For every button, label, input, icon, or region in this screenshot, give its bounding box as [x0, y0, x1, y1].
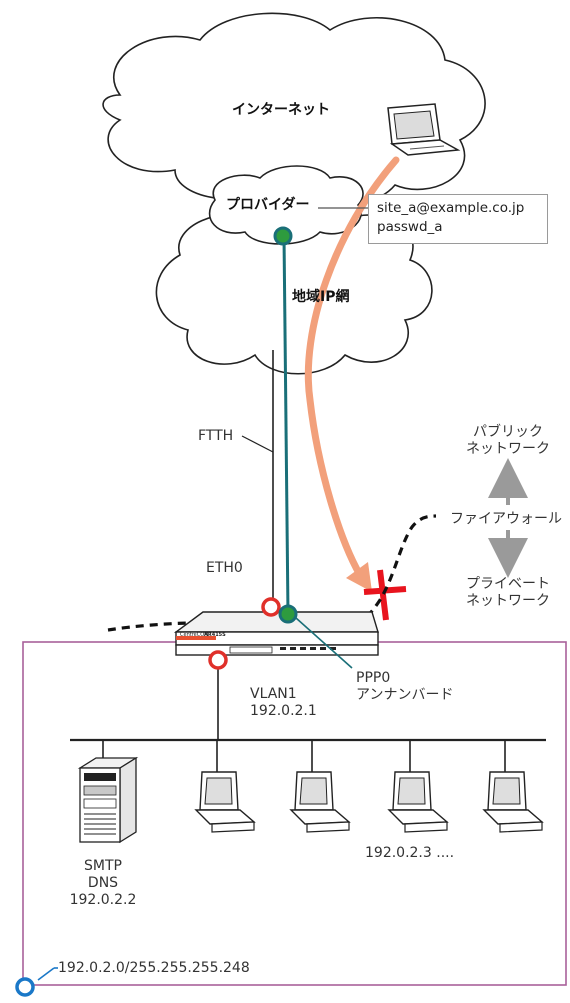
eth0-node — [261, 597, 281, 617]
router-device — [173, 611, 379, 656]
server-icon — [77, 756, 139, 844]
pc-icon — [482, 771, 544, 833]
internet-cloud — [102, 12, 486, 207]
credentials-password: passwd_a — [377, 219, 443, 235]
ppp0-node — [278, 604, 298, 624]
server-labels: SMTP DNS 192.0.2.2 — [58, 858, 148, 909]
laptop-icon — [387, 103, 461, 156]
lan-subnet-label: 192.0.2.0/255.255.255.248 — [58, 960, 250, 976]
public-network-label: パブリック ネットワーク — [460, 424, 556, 458]
vlan1-node — [208, 650, 228, 670]
provider-node — [273, 226, 293, 246]
vlan1-label: VLAN1 — [250, 686, 297, 702]
router-brand: CentreCOM — [180, 632, 209, 638]
pc-icon — [289, 771, 351, 833]
server-ip: 192.0.2.2 — [69, 892, 137, 908]
pc-icon — [194, 771, 256, 833]
credentials-user: site_a@example.co.jp — [377, 200, 525, 216]
firewall-label: ファイアウォール — [450, 511, 562, 527]
ppp0-label: PPP0 — [356, 670, 391, 686]
vlan1-ip: 192.0.2.1 — [250, 703, 317, 719]
private-network-line2: ネットワーク — [466, 593, 550, 609]
internet-label: インターネット — [232, 102, 330, 118]
pc-icon — [387, 771, 449, 833]
unnumbered-label: アンナンバード — [356, 687, 454, 703]
ppp0-link — [282, 235, 290, 615]
server-dns: DNS — [87, 875, 119, 891]
public-network-line2: ネットワーク — [466, 441, 550, 457]
private-network-label: プライベート ネットワーク — [460, 576, 556, 610]
public-network-line1: パブリック — [473, 424, 543, 440]
lan-subnet-node — [15, 977, 35, 997]
provider-cloud — [208, 165, 364, 245]
regional-ip-label: 地域IP網 — [292, 289, 350, 305]
private-network-line1: プライベート — [466, 576, 550, 592]
blocked-access-arrow — [304, 156, 400, 579]
router-model: AR415S — [204, 632, 226, 638]
credentials-box: site_a@example.co.jp passwd_a — [368, 194, 548, 244]
server-smtp: SMTP — [84, 858, 122, 874]
eth0-label: ETH0 — [206, 560, 243, 576]
provider-label: プロバイダー — [226, 197, 310, 213]
ftth-label: FTTH — [198, 428, 234, 444]
hosts-label: 192.0.2.3 .... — [365, 845, 455, 861]
